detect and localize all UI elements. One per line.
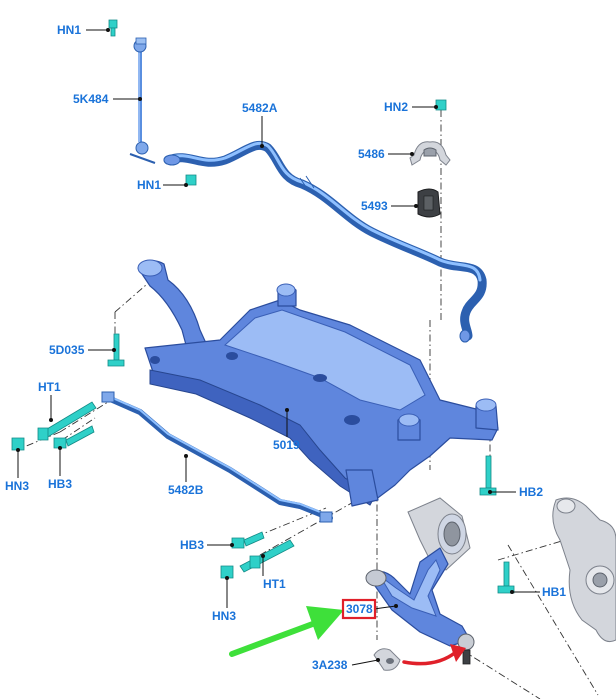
- callout-5k484: 5K484: [73, 92, 109, 106]
- callout-5019: 5019: [273, 438, 300, 452]
- callout-hb1: HB1: [542, 585, 566, 599]
- fasteners: [11, 333, 515, 594]
- green-arrow-icon: [229, 606, 344, 657]
- steering-knuckle: [552, 497, 616, 643]
- callout-hn1-top: HN1: [57, 23, 81, 37]
- rod-5482b: [101, 391, 333, 523]
- callout-hn3-left: HN3: [5, 479, 29, 493]
- subframe-5019: [137, 259, 499, 507]
- callout-hn3-mid: HN3: [212, 609, 236, 623]
- callout-hb2: HB2: [519, 485, 543, 499]
- bushing-bracket-assembly: [409, 99, 451, 218]
- callout-ht1-left: HT1: [38, 380, 61, 394]
- callout-hb3-left: HB3: [48, 477, 72, 491]
- callout-ht1-mid: HT1: [263, 577, 286, 591]
- lower-arm-3078: [365, 497, 475, 665]
- callout-5493: 5493: [361, 199, 388, 213]
- stabilizer-link-5k484: [108, 19, 197, 186]
- leader-lines: [16, 28, 540, 666]
- callout-3a238: 3A238: [312, 658, 348, 672]
- callout-5d035: 5D035: [49, 343, 85, 357]
- callout-hb3-mid: HB3: [180, 538, 204, 552]
- callout-5482b: 5482B: [168, 483, 204, 497]
- callout-5482a: 5482A: [242, 101, 278, 115]
- callout-3078: 3078: [346, 602, 373, 616]
- stabilizer-bar-5482a: [163, 140, 487, 343]
- red-arrow-icon: [402, 644, 466, 666]
- callout-5486: 5486: [358, 147, 385, 161]
- callout-labels: HN1 5K484 HN1 5482A HN2 5486 5493 5D035 …: [5, 23, 566, 672]
- callout-hn2: HN2: [384, 100, 408, 114]
- shield-3a238: [373, 648, 401, 671]
- callout-hn1-mid: HN1: [137, 178, 161, 192]
- highlight-box-3078: [341, 598, 377, 620]
